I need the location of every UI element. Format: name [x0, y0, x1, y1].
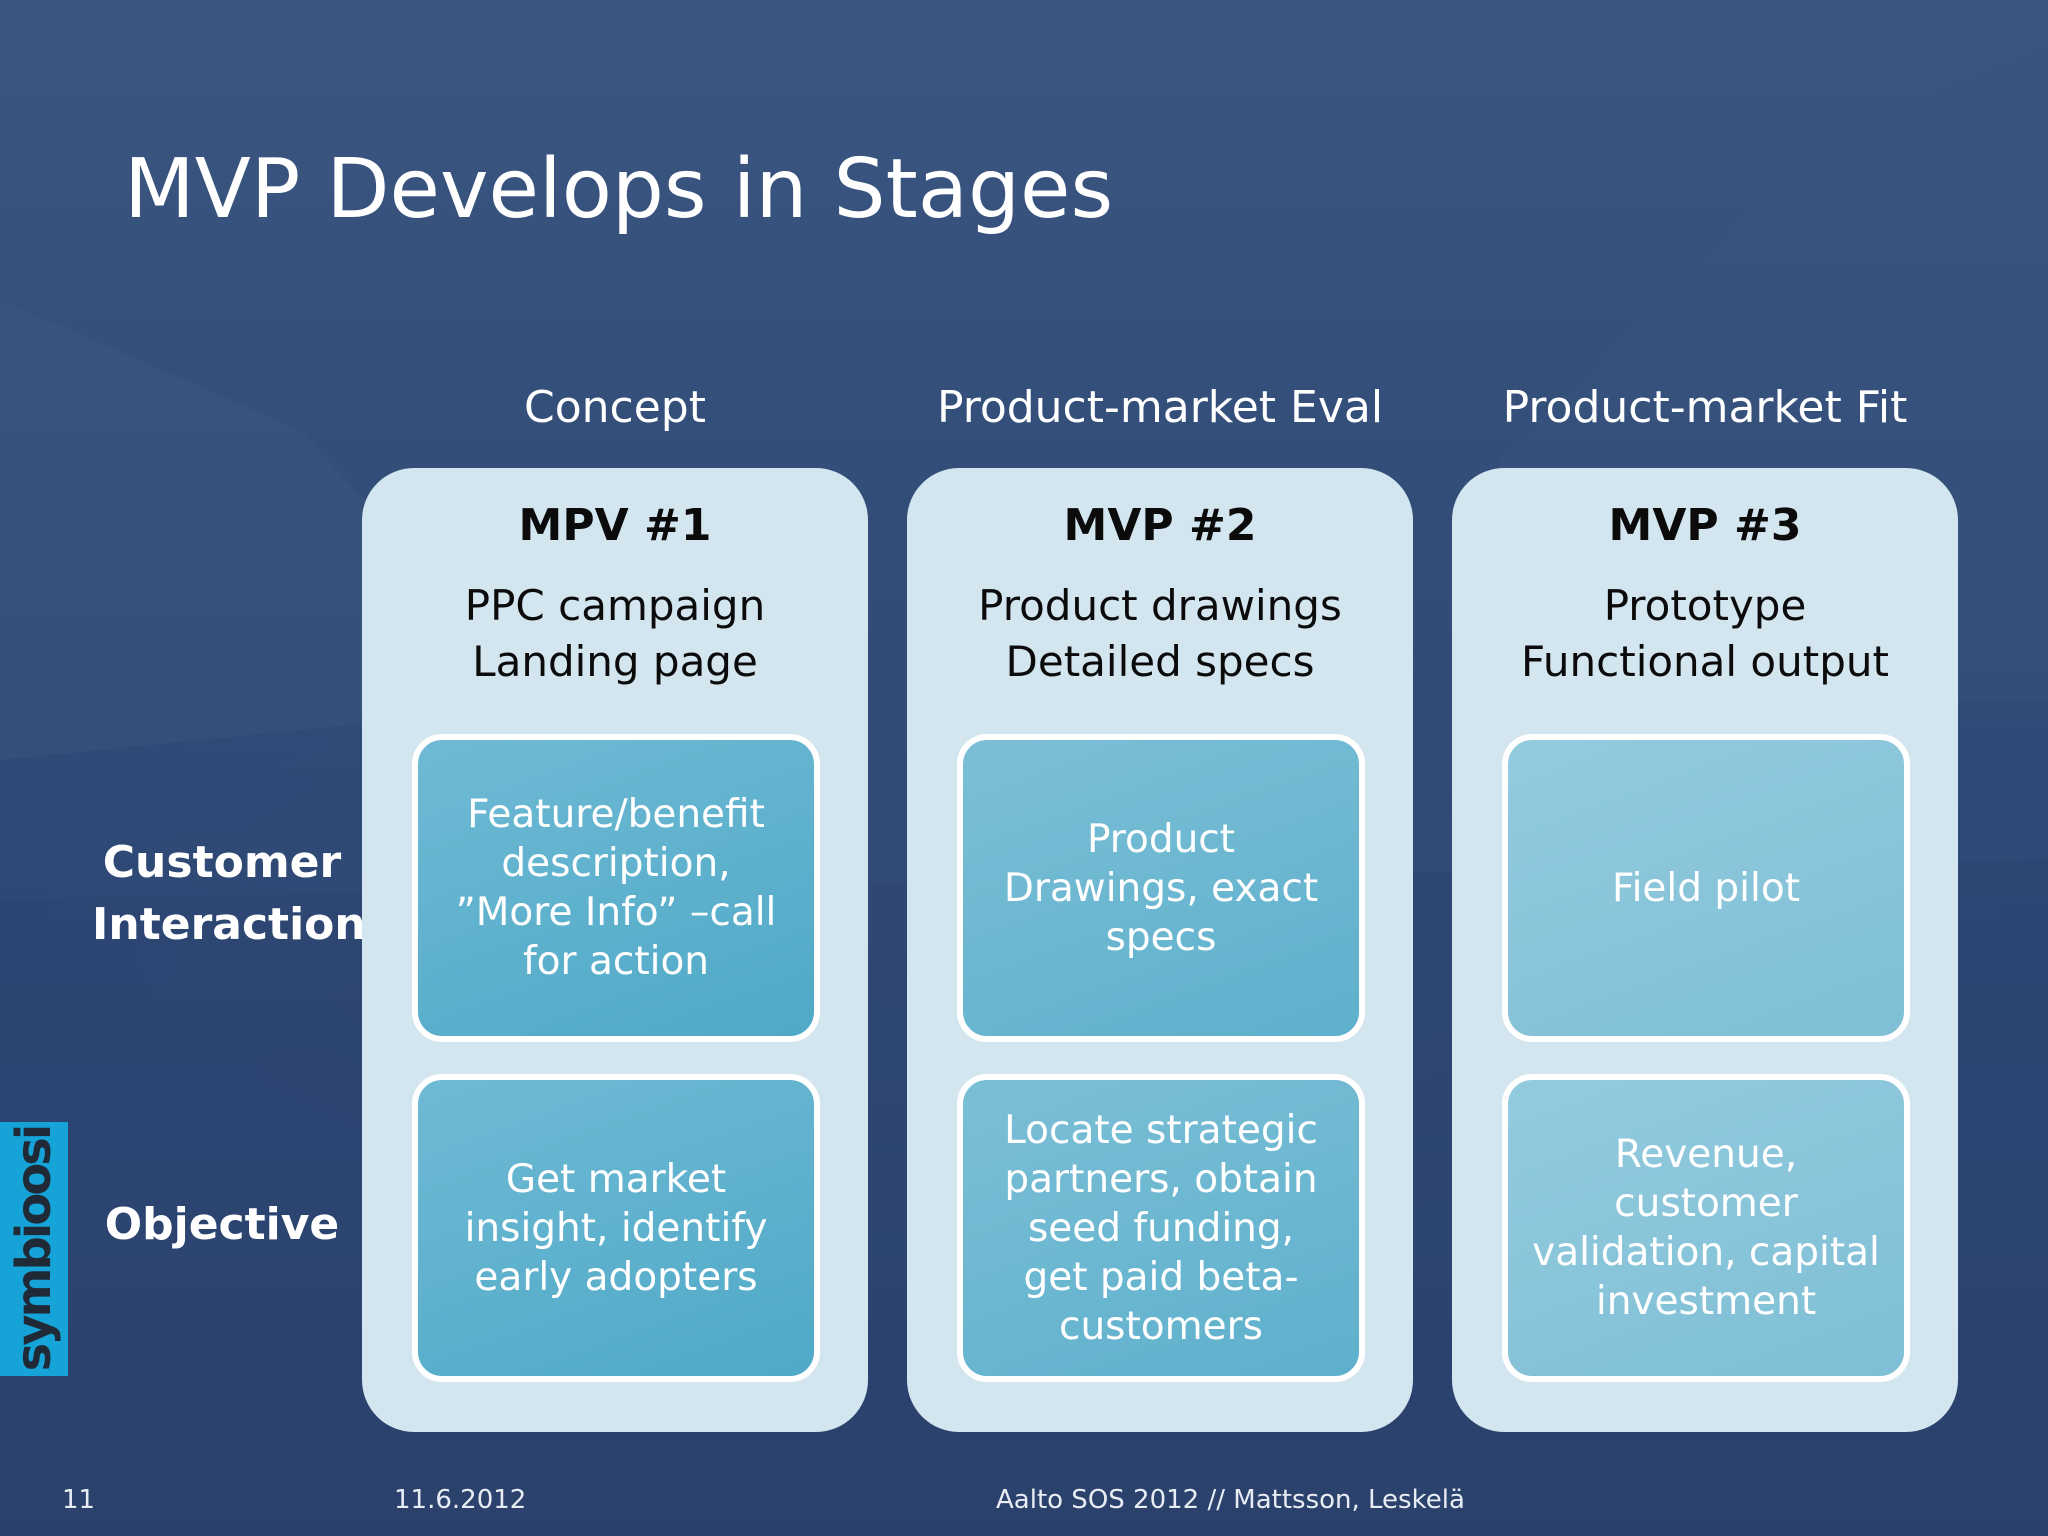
- card-text: Locate strategic partners, obtain seed f…: [1004, 1107, 1318, 1349]
- card-text: Product Drawings, exact specs: [1003, 816, 1319, 960]
- logo-text: symbioosi: [6, 1126, 62, 1372]
- objective-card: Get market insight, identify early adopt…: [412, 1074, 820, 1382]
- footer-credit: Aalto SOS 2012 // Mattsson, Leskelä: [996, 1485, 1465, 1515]
- mvp-title: MVP #3: [1608, 500, 1802, 551]
- stage-label-product-market-fit: Product-market Fit: [1502, 382, 1908, 433]
- card-text: Feature/benefit description, ”More Info”…: [455, 792, 777, 984]
- stage-column-mvp-2: MVP #2 Product drawings Detailed specs P…: [907, 468, 1413, 1432]
- mvp-subtitle-line: Product drawings: [978, 581, 1342, 630]
- mvp-subtitle: Prototype Functional output: [1452, 578, 1958, 690]
- card-text: Get market insight, identify early adopt…: [464, 1156, 768, 1300]
- symbioosi-logo: symbioosi: [0, 1122, 68, 1376]
- customer-interaction-card: Field pilot: [1502, 734, 1910, 1042]
- slide-title: MVP Develops in Stages: [124, 142, 1114, 237]
- row-label-objective: Objective: [104, 1199, 340, 1250]
- mvp-title: MVP #2: [1063, 500, 1257, 551]
- mvp-subtitle-line: Detailed specs: [1005, 637, 1315, 686]
- stage-label-concept: Concept: [524, 382, 706, 433]
- footer-date: 11.6.2012: [394, 1485, 527, 1515]
- mvp-subtitle: Product drawings Detailed specs: [907, 578, 1413, 690]
- mvp-subtitle: PPC campaign Landing page: [362, 578, 868, 690]
- card-text: Field pilot: [1612, 865, 1800, 911]
- mvp-subtitle-line: Prototype: [1603, 581, 1807, 630]
- customer-interaction-card: Product Drawings, exact specs: [957, 734, 1365, 1042]
- customer-interaction-card: Feature/benefit description, ”More Info”…: [412, 734, 820, 1042]
- mvp-subtitle-line: Landing page: [472, 637, 758, 686]
- stage-label-product-market-eval: Product-market Eval: [936, 382, 1384, 433]
- row-label-line: Interaction: [92, 899, 366, 950]
- stage-column-mvp-3: MVP #3 Prototype Functional output Field…: [1452, 468, 1958, 1432]
- row-label-customer-interaction: Customer Interaction: [92, 832, 366, 956]
- stage-column-mvp-1: MPV #1 PPC campaign Landing page Feature…: [362, 468, 868, 1432]
- page-number: 11: [62, 1485, 96, 1515]
- objective-card: Locate strategic partners, obtain seed f…: [957, 1074, 1365, 1382]
- mvp-subtitle-line: PPC campaign: [464, 581, 766, 630]
- row-label-line: Customer: [102, 837, 342, 888]
- card-text: Revenue, customer validation, capital in…: [1532, 1132, 1880, 1324]
- mvp-title: MPV #1: [518, 500, 712, 551]
- mvp-subtitle-line: Functional output: [1521, 637, 1889, 686]
- objective-card: Revenue, customer validation, capital in…: [1502, 1074, 1910, 1382]
